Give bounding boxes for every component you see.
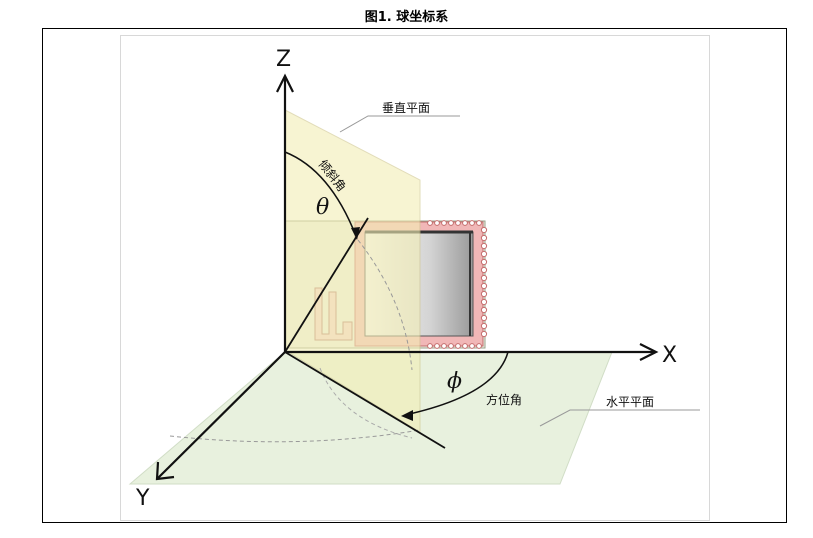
horizontal-plane-leader xyxy=(539,409,700,427)
dashed-arc-vertical xyxy=(357,239,413,371)
phi-symbol: ϕ xyxy=(447,369,462,394)
figure-title: 图1. 球坐标系 xyxy=(364,10,449,25)
z-axis-arrowhead xyxy=(276,73,294,93)
y-axis-arrowhead xyxy=(155,461,175,481)
x-axis-arrowhead xyxy=(639,343,659,361)
dashed-arc-horizontal xyxy=(169,429,421,443)
theta-symbol: θ xyxy=(316,195,329,220)
vertical-plane-leader xyxy=(339,115,460,133)
direction-line xyxy=(284,217,369,353)
theta-arc xyxy=(284,151,357,237)
direction-line-lower xyxy=(284,351,446,449)
y-axis xyxy=(157,351,286,479)
azimuth-angle-label: 方位角 xyxy=(486,392,522,407)
phi-arc xyxy=(404,351,509,416)
y-axis-label: Y xyxy=(135,486,150,511)
vertical-plane-label: 垂直平面 xyxy=(382,101,430,115)
x-axis-label: X xyxy=(662,343,677,368)
phi-arrowhead xyxy=(401,410,413,421)
theta-arrowhead xyxy=(351,227,360,240)
diagram-inner-border xyxy=(120,35,710,521)
z-axis-label: Z xyxy=(276,47,291,72)
horizontal-plane-label: 水平平面 xyxy=(606,395,654,409)
